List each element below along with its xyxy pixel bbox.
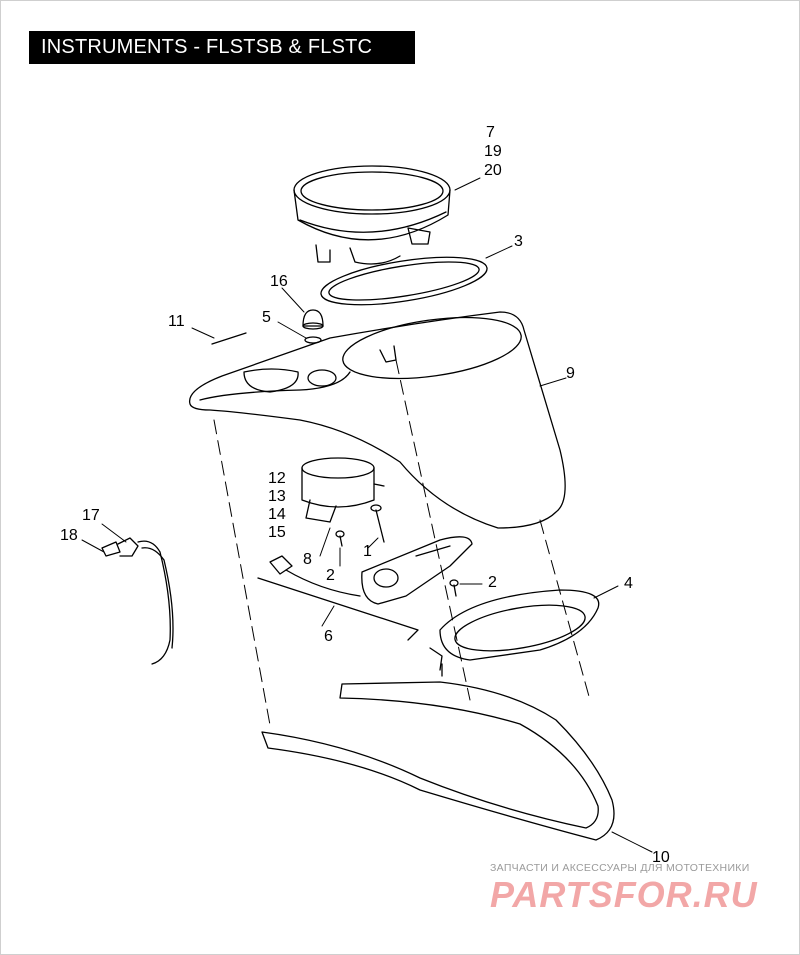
diagram-title: INSTRUMENTS - FLSTSB & FLSTC (29, 31, 415, 64)
callout-11: 11 (168, 313, 185, 330)
callout-5: 5 (262, 309, 271, 326)
callout-6: 6 (324, 628, 333, 645)
callout-1: 1 (363, 543, 372, 560)
speedometer-part (293, 165, 451, 265)
callout-17: 17 (82, 507, 100, 524)
trim-strip-part (261, 681, 615, 841)
gasket-ring-part (320, 256, 488, 306)
callout-12: 12 (268, 470, 286, 487)
callout-7: 7 (486, 124, 495, 141)
switch-bracket-part (257, 536, 473, 641)
watermark-logo: PARTSFOR.RU (490, 874, 758, 914)
wire-harness-part (101, 537, 174, 665)
indicator-bulb-part (302, 309, 324, 344)
watermark-logo-text: PARTSFOR.RU (490, 874, 758, 914)
console-housing-part (188, 311, 566, 529)
clip-part (211, 332, 247, 345)
watermark-caption: ЗАПЧАСТИ И АКСЕССУАРЫ ДЛЯ МОТОТЕХНИКИ (490, 862, 750, 874)
callout-8: 8 (303, 551, 312, 568)
callout-10: 10 (652, 849, 670, 866)
callout-9: 9 (566, 365, 575, 382)
screws (335, 504, 459, 597)
callout-4: 4 (624, 575, 633, 592)
callout-19: 19 (484, 143, 502, 160)
callout-3: 3 (514, 233, 523, 250)
callout-14: 14 (268, 506, 286, 523)
callout-13: 13 (268, 488, 286, 505)
callout-16: 16 (270, 273, 288, 290)
callout-2a: 2 (326, 567, 335, 584)
indicator-module-part (301, 457, 385, 523)
callout-15: 15 (268, 524, 286, 541)
callout-2b: 2 (488, 574, 497, 591)
callout-18: 18 (60, 527, 78, 544)
callout-20: 20 (484, 162, 502, 179)
